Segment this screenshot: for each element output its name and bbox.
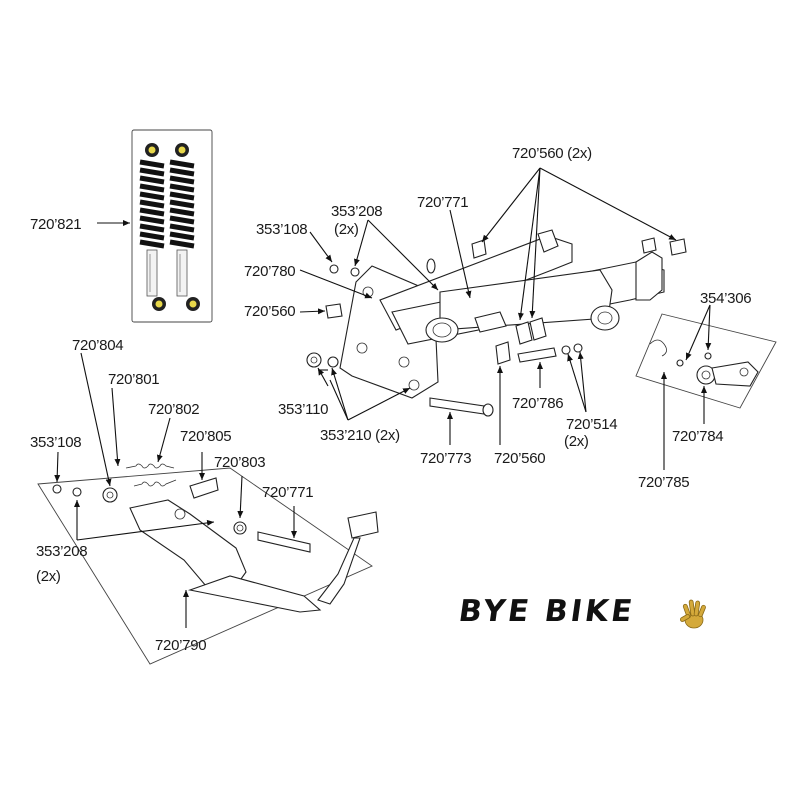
label-720514-qty: (2x) [564,433,589,450]
label-720773: 720’773 [420,450,471,467]
label-720786: 720’786 [512,395,563,412]
label-720771-bottom: 720’771 [262,484,313,501]
label-720801: 720’801 [108,371,159,388]
part-labels: 720’821 720’560 (2x) 353’108 353’208 (2x… [30,145,752,654]
label-353208-top-qty: (2x) [334,221,359,238]
waving-hand-icon [680,599,706,629]
bracket-panel [635,313,777,409]
label-720784: 720’784 [672,428,723,445]
shock-absorber-left [139,143,166,311]
axle-bolt-720773 [429,397,485,415]
label-720790: 720’790 [155,637,206,654]
label-353208-bottom: 353’208 [36,543,87,560]
label-720785: 720’785 [638,474,689,491]
label-353208-bottom-qty: (2x) [36,568,61,585]
label-720803: 720’803 [214,454,265,471]
label-353108-top: 353’108 [256,221,307,238]
kickstand-panel [37,463,379,665]
label-720780: 720’780 [244,263,295,280]
label-353108-bottom: 353’108 [30,434,81,451]
label-720771-top: 720’771 [417,194,468,211]
label-353210: 353’210 (2x) [320,427,400,444]
label-720804: 720’804 [72,337,123,354]
label-720802: 720’802 [148,401,199,418]
label-720560-left: 720’560 [244,303,295,320]
label-720560-bottom: 720’560 [494,450,545,467]
label-720805: 720’805 [180,428,231,445]
swingarm-frame [339,229,665,399]
brand-logo-text: BYE BIKE [456,594,638,629]
label-720560-2x: 720’560 (2x) [512,145,592,162]
label-720514: 720’514 [566,416,617,433]
label-354306: 354’306 [700,290,751,307]
label-720821: 720’821 [30,216,81,233]
shock-absorber-right [169,143,200,311]
leader-lines [54,167,712,628]
shock-absorber-panel [131,129,213,323]
label-353208-top: 353’208 [331,203,382,220]
label-353110: 353’110 [278,401,328,418]
small-parts-top [306,237,687,417]
clip-720560-left [325,303,343,319]
